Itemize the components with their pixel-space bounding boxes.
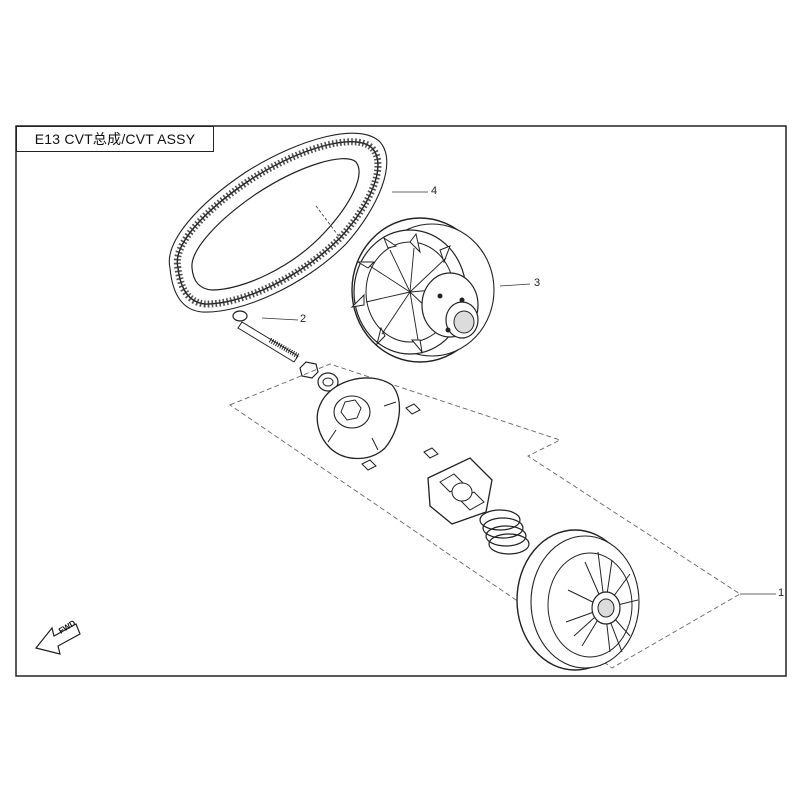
bolt <box>232 310 300 363</box>
leader-lines <box>261 191 776 595</box>
nut-washer <box>299 361 339 392</box>
drive-clutch-sheave <box>516 529 640 671</box>
drawing-border <box>15 125 787 677</box>
diagram-title: E13 CVT总成/CVT ASSY <box>16 126 214 152</box>
callout-3: 3 <box>534 277 541 289</box>
callout-2: 2 <box>300 313 307 325</box>
movable-sheave-plate <box>316 377 401 460</box>
fwd-arrow-icon <box>34 623 81 655</box>
assembly-group-outline <box>229 363 741 669</box>
rollers <box>361 403 439 471</box>
spring <box>479 509 530 555</box>
driven-clutch <box>350 217 495 363</box>
spider-assembly <box>427 457 493 525</box>
callout-1: 1 <box>778 587 785 599</box>
drive-belt <box>168 132 388 313</box>
callout-4: 4 <box>431 185 438 197</box>
